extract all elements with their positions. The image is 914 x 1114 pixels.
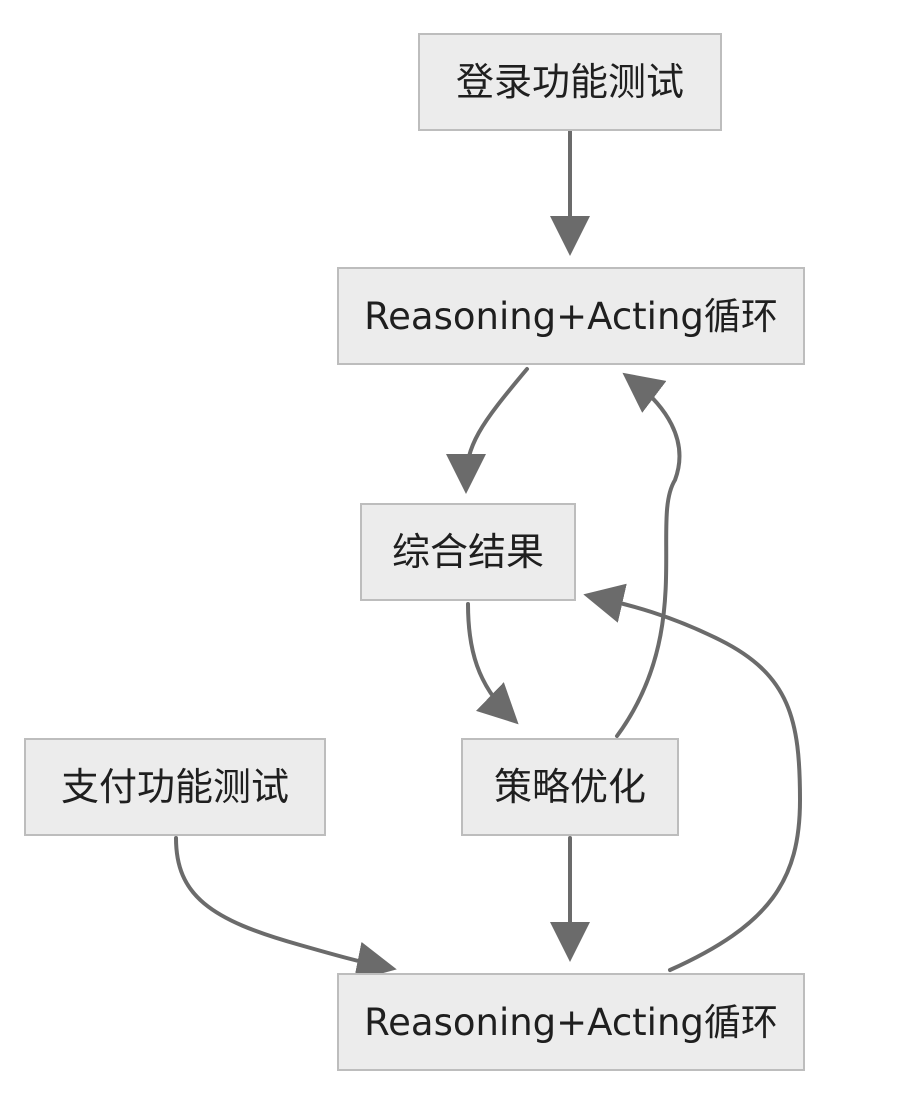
node-combine-results-label: 综合结果: [391, 530, 544, 574]
edge-react1-to-combine: [446, 367, 529, 494]
node-combine-results: 综合结果: [360, 503, 576, 601]
node-payment-test: 支付功能测试: [24, 738, 326, 836]
edge-react2-to-combine: [583, 583, 803, 972]
node-payment-test-label: 支付功能测试: [60, 765, 289, 809]
node-strategy-optimization: 策略优化: [461, 738, 679, 836]
node-reasoning-acting-loop-2: Reasoning+Acting循环: [337, 973, 805, 1071]
node-strategy-optimization-label: 策略优化: [493, 765, 646, 809]
node-reasoning-acting-loop-1: Reasoning+Acting循环: [337, 267, 805, 365]
node-login-test: 登录功能测试: [418, 33, 722, 131]
edge-strategy-to-react1: [615, 372, 682, 738]
edge-payment-to-react2: [174, 836, 397, 982]
node-reasoning-acting-loop-1-label: Reasoning+Acting循环: [364, 294, 778, 338]
node-login-test-label: 登录功能测试: [455, 60, 684, 104]
node-reasoning-acting-loop-2-label: Reasoning+Acting循环: [364, 1000, 778, 1044]
edge-combine-to-strategy: [466, 602, 519, 725]
